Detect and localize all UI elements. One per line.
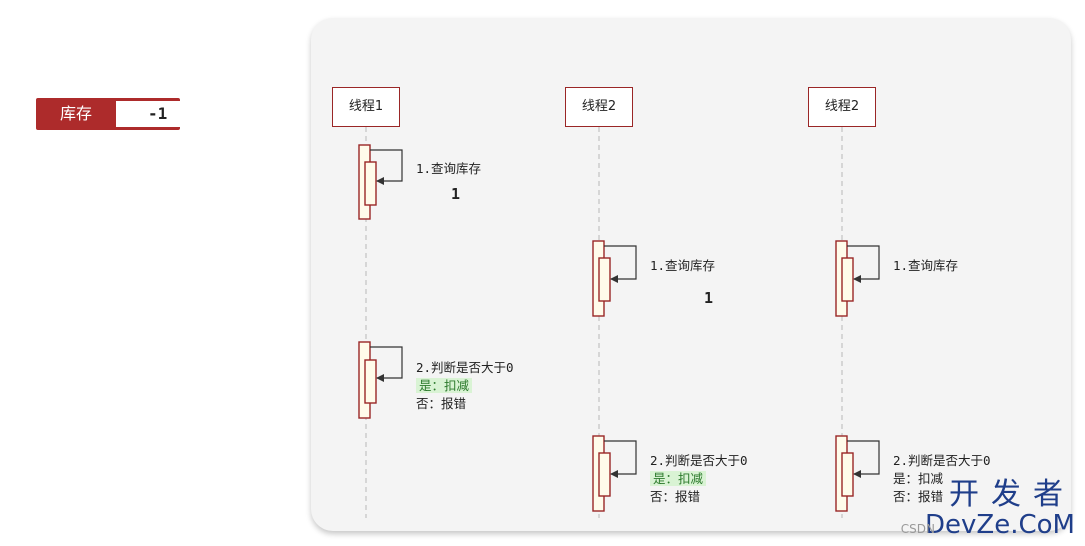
watermark-cn: 开发者 [949,477,1075,512]
sequence-diagram-panel [311,18,1071,531]
thread-3-check-yes: 是：扣减 [893,471,944,486]
watermark: 开发者 CSDN DevZe.CoM [901,477,1075,540]
thread-1-check-no: 否：报错 [416,396,467,411]
activation-thread-1-check [358,341,403,419]
thread-3-check-text: 2.判断是否大于0 是：扣减 否：报错 [893,452,991,506]
thread-2-check-text: 2.判断是否大于0 是：扣减 否：报错 [650,452,748,506]
stock-badge: 库存 -1 [36,98,212,130]
stock-value: -1 [116,101,212,127]
stock-label: 库存 [59,104,92,123]
thread-1-check-text: 2.判断是否大于0 是：扣减 否：报错 [416,359,514,413]
activation-thread-3-query [835,240,880,317]
watermark-source: CSDN [900,522,935,536]
activation-thread-2-check [592,435,637,512]
activation-thread-2-query [592,240,637,317]
thread-1-query-label: 1.查询库存 [416,161,482,176]
thread-2-query-value: 1 [704,289,714,307]
thread-2-check-no: 否：报错 [650,489,701,504]
thread-2-header: 线程2 [565,87,633,127]
thread-1-query-value: 1 [451,185,461,203]
thread-1-check-yes: 是：扣减 [416,378,473,393]
thread-2-query-label: 1.查询库存 [650,258,716,273]
watermark-en: DevZe.CoM [925,510,1075,540]
thread-2-check-yes: 是：扣减 [650,471,707,486]
thread-2-check-title: 2.判断是否大于0 [650,453,748,468]
thread-3-query-label: 1.查询库存 [893,258,959,273]
thread-1-header: 线程1 [332,87,400,127]
thread-3-check-title: 2.判断是否大于0 [893,453,991,468]
thread-1-check-title: 2.判断是否大于0 [416,360,514,375]
thread-3-header: 线程2 [808,87,876,127]
activation-thread-1-query [358,144,403,220]
activation-thread-3-check [835,435,880,512]
thread-3-check-no: 否：报错 [893,489,944,504]
